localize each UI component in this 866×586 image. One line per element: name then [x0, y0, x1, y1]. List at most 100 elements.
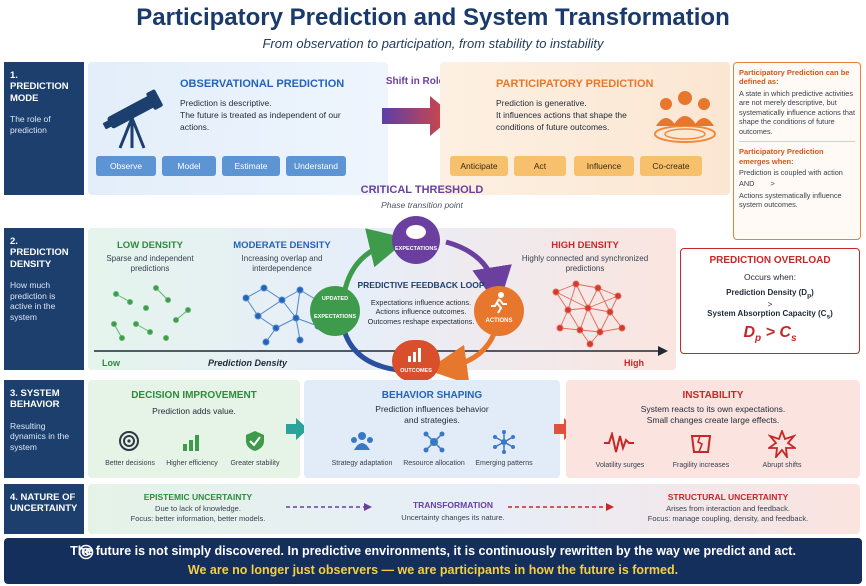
feedback-loop-line-2: Actions influence outcomes. [375, 307, 467, 317]
runner-icon [491, 292, 507, 314]
icon-caption-greater-stability: Greater stability [230, 460, 280, 467]
definition-box: Participatory Prediction can be defined … [733, 62, 861, 240]
prediction-overload-box: PREDICTION OVERLOAD Occurs when: Predict… [680, 248, 860, 354]
high-density-network-icon [552, 280, 626, 348]
target-icon [78, 544, 94, 560]
node-outcomes: OUTCOMES [392, 340, 440, 382]
participatory-prediction-panel: PARTICIPATORY PREDICTION Prediction is g… [440, 62, 730, 195]
burst-icon [768, 430, 796, 458]
page-title: Participatory Prediction and System Tran… [136, 4, 730, 31]
transformation-title: TRANSFORMATION [412, 500, 494, 510]
cracked-shape-icon [690, 435, 712, 453]
node-actions: ACTIONS [474, 286, 524, 336]
density-axis-arrow [94, 346, 668, 356]
high-density-title: HIGH DENSITY [551, 240, 619, 251]
row-label-sub: The role of prediction [10, 114, 51, 135]
observational-line-1: Prediction is descriptive. [180, 98, 272, 108]
definition-and: AND [739, 179, 755, 189]
resource-network-icon [423, 431, 445, 453]
axis-title: Prediction Density [208, 358, 288, 368]
formula-p: p [755, 333, 762, 345]
definition-divider [739, 141, 855, 143]
volatility-wave-icon [604, 432, 634, 453]
footer-line-2: We are no longer just observers — we are… [187, 563, 679, 577]
prediction-density-panel: LOW DENSITY Sparse and independent predi… [88, 228, 676, 370]
chip-influence: Influence [574, 156, 634, 176]
chip-co-create: Co-create [640, 156, 702, 176]
formula-c: C [779, 324, 791, 342]
decision-improvement-panel: DECISION IMPROVEMENT Prediction adds val… [88, 380, 300, 478]
definition-conjunction: AND > [739, 179, 855, 188]
definition-condition-1: Prediction is coupled with action [739, 167, 843, 177]
high-density-sub: Highly connected and synchronized predic… [521, 254, 649, 274]
formula-gt: > [761, 324, 780, 342]
growth-chart-icon [183, 435, 199, 451]
instability-title: INSTABILITY [682, 390, 744, 401]
node-outcomes-label: OUTCOMES [400, 368, 432, 374]
overload-occurs: Occurs when: [744, 272, 796, 282]
node-expectations-label: EXPECTATIONS [395, 246, 437, 252]
instability-panel: INSTABILITY System reacts to its own exp… [566, 380, 860, 478]
row-label-title: 3. SYSTEM BEHAVIOR [10, 388, 60, 411]
overload-density-close: ) [811, 288, 814, 297]
node-expectations: EXPECTATIONS [392, 216, 440, 264]
structural-line-1: Arises from interaction and feedback. [666, 504, 790, 513]
participants-icon [654, 91, 716, 143]
icon-caption-fragility-increases: Fragility increases [672, 462, 730, 469]
icon-caption-better-decisions: Better decisions [105, 460, 155, 467]
row-label-nature-of-uncertainty: 4. NATURE OF UNCERTAINTY [4, 484, 84, 534]
row-label-system-behavior: 3. SYSTEM BEHAVIOR Resulting dynamics in… [4, 380, 84, 478]
behavior-title: BEHAVIOR SHAPING [381, 390, 483, 401]
moderate-density-title: MODERATE DENSITY [233, 240, 331, 251]
structural-title: STRUCTURAL UNCERTAINTY [667, 492, 789, 502]
footer-line-1: The future is not simply discovered. In … [70, 544, 796, 558]
feedback-loop-line-3: Outcomes reshape expectations. [367, 316, 475, 326]
decision-sub: Prediction adds value. [152, 406, 236, 416]
arrow-right-red-icon [554, 418, 576, 440]
instability-sub-1: System reacts to its own expectations. [640, 404, 786, 414]
row-label-sub: How much prediction is active in the sys… [10, 280, 56, 323]
participatory-line-2: It influences actions that shape the con… [496, 109, 627, 132]
thought-cloud-icon [406, 225, 426, 239]
observational-text: Prediction is descriptive. The future is… [180, 98, 360, 134]
epistemic-text: Due to lack of knowledge. Focus: better … [98, 504, 298, 524]
overload-title: PREDICTION OVERLOAD [709, 255, 831, 266]
low-density-network-icon [111, 285, 191, 341]
definition-condition-2: Actions systematically influence system … [739, 190, 842, 210]
telescope-icon [102, 89, 163, 149]
overload-density-text: Prediction Density (D [726, 288, 808, 297]
overload-capacity-close: ) [830, 308, 833, 318]
structural-line-2: Focus: manage coupling, density, and fee… [647, 513, 809, 523]
overload-capacity-line: System Absorption Capacity (Cs) [681, 309, 859, 321]
observational-prediction-panel: OBSERVATIONAL PREDICTION Prediction is d… [88, 62, 388, 195]
chip-estimate: Estimate [222, 156, 280, 176]
icon-caption-resource-allocation: Resource allocation [403, 460, 465, 467]
node-updated-label-a: UPDATED [321, 296, 349, 302]
axis-high-label: High [624, 358, 644, 368]
overload-formula: Dp > Cs [681, 324, 859, 344]
observational-title: OBSERVATIONAL PREDICTION [180, 78, 345, 90]
chip-act: Act [514, 156, 566, 176]
definition-heading-1: Participatory Prediction can be defined … [739, 68, 850, 87]
molecule-pattern-icon [493, 430, 515, 454]
node-updated-label-b: EXPECTATIONS [314, 314, 356, 320]
icon-caption-abrupt-shifts: Abrupt shifts [762, 462, 802, 469]
instability-sub: System reacts to its own expectations. S… [566, 404, 860, 426]
structural-text: Arises from interaction and feedback. Fo… [608, 504, 848, 524]
feedback-loop-title: PREDICTIVE FEEDBACK LOOP [357, 280, 485, 290]
definition-gt: > [770, 179, 775, 189]
observational-line-2: The future is treated as independent of … [180, 109, 341, 132]
overload-gt: > [767, 299, 773, 309]
target-icon [119, 431, 139, 451]
icon-caption-strategy-adaptation: Strategy adaptation [331, 460, 393, 467]
row-label-title: 2. PREDICTION DENSITY [10, 236, 69, 270]
chip-understand: Understand [286, 156, 346, 176]
icon-caption-emerging-patterns: Emerging patterns [475, 460, 533, 467]
feedback-loop-line-1: Expectations influence actions. [370, 298, 472, 307]
instability-sub-2: Small changes create large effects. [646, 415, 780, 426]
formula-d: D [743, 324, 756, 342]
row-label-prediction-mode: 1. PREDICTION MODE The role of predictio… [4, 62, 84, 195]
definition-text-1: A state in which predictive activities a… [739, 88, 855, 136]
node-actions-label: ACTIONS [485, 318, 513, 324]
row-label-title: 1. PREDICTION MODE [10, 70, 69, 104]
